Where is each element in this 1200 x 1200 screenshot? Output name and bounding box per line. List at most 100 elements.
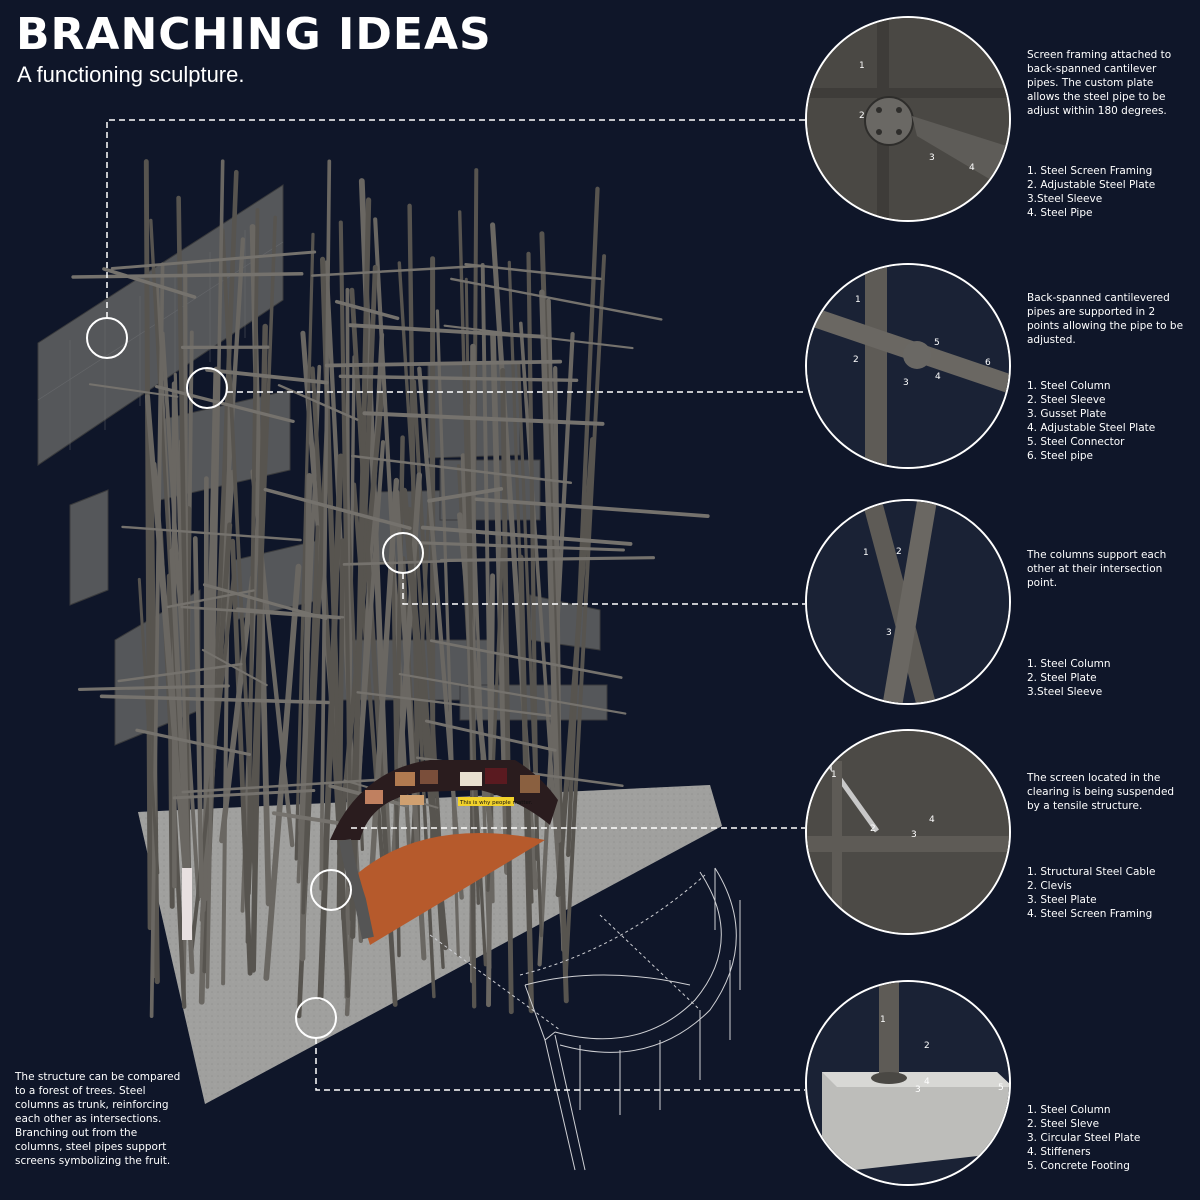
part-item: 2. Clevis xyxy=(1027,880,1072,892)
detail-circle-screen-framing: 1 2 3 4 xyxy=(805,16,1011,222)
steel-column xyxy=(319,159,332,891)
detail-caption-1: Screen framing attached to back-spanned … xyxy=(1027,49,1172,117)
steel-column xyxy=(539,289,562,844)
steel-branch-pipe xyxy=(351,454,573,485)
detail-label: 2 xyxy=(896,547,902,557)
part-item: 2. Steel Sleve xyxy=(1027,1118,1100,1130)
detail-label: 4 xyxy=(924,1077,930,1087)
detail-label: 1 xyxy=(863,548,869,558)
steel-branch-pipe xyxy=(450,277,663,321)
steel-pipes xyxy=(71,159,710,1019)
steel-branch-pipe xyxy=(324,359,563,368)
part-item: 2. Steel Sleeve xyxy=(1027,394,1106,406)
detail-label: 5 xyxy=(934,338,940,348)
steel-branch-pipe xyxy=(135,728,252,757)
steel-column xyxy=(566,186,600,858)
steel-column xyxy=(221,405,232,986)
detail-label: 2 xyxy=(853,355,859,365)
steel-column xyxy=(149,262,165,1018)
detail-circle-column-footing: 1 2 3 4 5 xyxy=(805,980,1011,1186)
steel-branch-pipe xyxy=(424,719,557,752)
steel-branch-pipe xyxy=(271,811,339,825)
screen-panel xyxy=(69,489,109,606)
steel-branch-pipe xyxy=(117,662,243,683)
steel-column xyxy=(148,451,160,985)
stage-floor xyxy=(350,833,545,945)
steel-branch-pipe xyxy=(439,556,656,563)
detail-caption-2: Back-spanned cantilevered pipes are supp… xyxy=(1027,292,1184,346)
description-text: The structure can be compared to a fores… xyxy=(15,1071,181,1167)
steel-branch-pipe xyxy=(398,672,627,715)
detail-label: 1 xyxy=(831,770,837,780)
detail-circle-tensile-suspension: 1 2 3 4 xyxy=(805,729,1011,935)
part-item: 5. Steel Connector xyxy=(1027,436,1125,448)
steel-branch-pipe xyxy=(429,639,623,679)
steel-column xyxy=(143,159,153,931)
steel-branch-pipe xyxy=(362,411,605,426)
detail-label: 4 xyxy=(929,815,935,825)
steel-branch-pipe xyxy=(334,299,400,321)
steel-branch-pipe xyxy=(180,605,342,620)
page-subtitle: A functioning sculpture. xyxy=(17,62,245,87)
part-item: 4. Adjustable Steel Plate xyxy=(1027,422,1156,434)
steel-column xyxy=(245,208,260,944)
steel-branch-pipe xyxy=(99,694,330,705)
detail-label: 3 xyxy=(886,628,892,638)
steel-branch-pipe xyxy=(110,250,317,270)
steel-branch-pipe xyxy=(277,384,359,421)
detail-label: 1 xyxy=(880,1015,886,1025)
steel-branch-pipe xyxy=(155,385,295,423)
detail-label: 2 xyxy=(924,1041,930,1051)
steel-branch-pipe xyxy=(205,367,329,385)
detail-caption-4: The screen located in the clearing is be… xyxy=(1027,772,1175,812)
steel-branch-pipe xyxy=(202,583,328,621)
part-item: 3.Steel Sleeve xyxy=(1027,193,1103,205)
steel-branch-pipe xyxy=(172,789,316,800)
steel-branch-pipe xyxy=(474,497,710,518)
steel-branch-pipe xyxy=(71,272,304,279)
steel-column xyxy=(301,525,320,915)
steel-branch-pipe xyxy=(311,264,484,277)
screen-banner-text: This is why people matter. xyxy=(459,800,533,806)
detail-label: 2 xyxy=(870,824,876,834)
steel-branch-pipe xyxy=(77,684,230,691)
steel-branch-pipe xyxy=(263,487,412,530)
detail-label: 2 xyxy=(859,111,865,121)
detail-label: 3 xyxy=(929,153,935,163)
steel-column xyxy=(144,394,193,932)
steel-branch-pipe xyxy=(181,778,381,794)
steel-branch-pipe xyxy=(464,263,602,281)
part-item: 1. Steel Column xyxy=(1027,658,1111,670)
part-item: 4. Steel Screen Framing xyxy=(1027,908,1153,920)
steel-branch-pipe xyxy=(201,648,268,687)
detail-label: 4 xyxy=(969,163,975,173)
steel-column xyxy=(166,573,175,909)
part-item: 4. Stiffeners xyxy=(1027,1146,1091,1158)
steel-column xyxy=(205,159,225,989)
part-item: 4. Steel Pipe xyxy=(1027,207,1093,219)
steel-column xyxy=(338,220,354,922)
detail-label: 3 xyxy=(915,1085,921,1095)
part-item: 3. Steel Plate xyxy=(1027,894,1097,906)
leader-lines xyxy=(106,119,805,1091)
detail-label: 4 xyxy=(935,372,941,382)
detail-label: 5 xyxy=(998,1083,1004,1093)
detail-label: 6 xyxy=(985,358,991,368)
part-item: 1. Steel Column xyxy=(1027,380,1111,392)
part-item: 5. Concrete Footing xyxy=(1027,1160,1130,1172)
parts-list-5: 1. Steel Column 2. Steel Sleve 3. Circul… xyxy=(1027,1103,1140,1173)
detail-label: 3 xyxy=(903,378,909,388)
part-item: 3.Steel Sleeve xyxy=(1027,686,1103,698)
stage-wireframe xyxy=(429,867,741,1171)
steel-column xyxy=(500,368,514,1015)
part-item: 6. Steel pipe xyxy=(1027,450,1094,462)
parts-list-4: 1. Structural Steel Cable 2. Clevis 3. S… xyxy=(1027,865,1155,921)
part-item: 3. Gusset Plate xyxy=(1027,408,1107,420)
part-item: 3. Circular Steel Plate xyxy=(1027,1132,1141,1144)
steel-branch-pipe xyxy=(356,691,552,717)
steel-column xyxy=(294,232,315,861)
steel-column xyxy=(220,228,257,872)
steel-branch-pipe xyxy=(102,267,197,299)
detail-circle-cantilever-support: 1 2 3 4 5 6 xyxy=(805,263,1011,469)
